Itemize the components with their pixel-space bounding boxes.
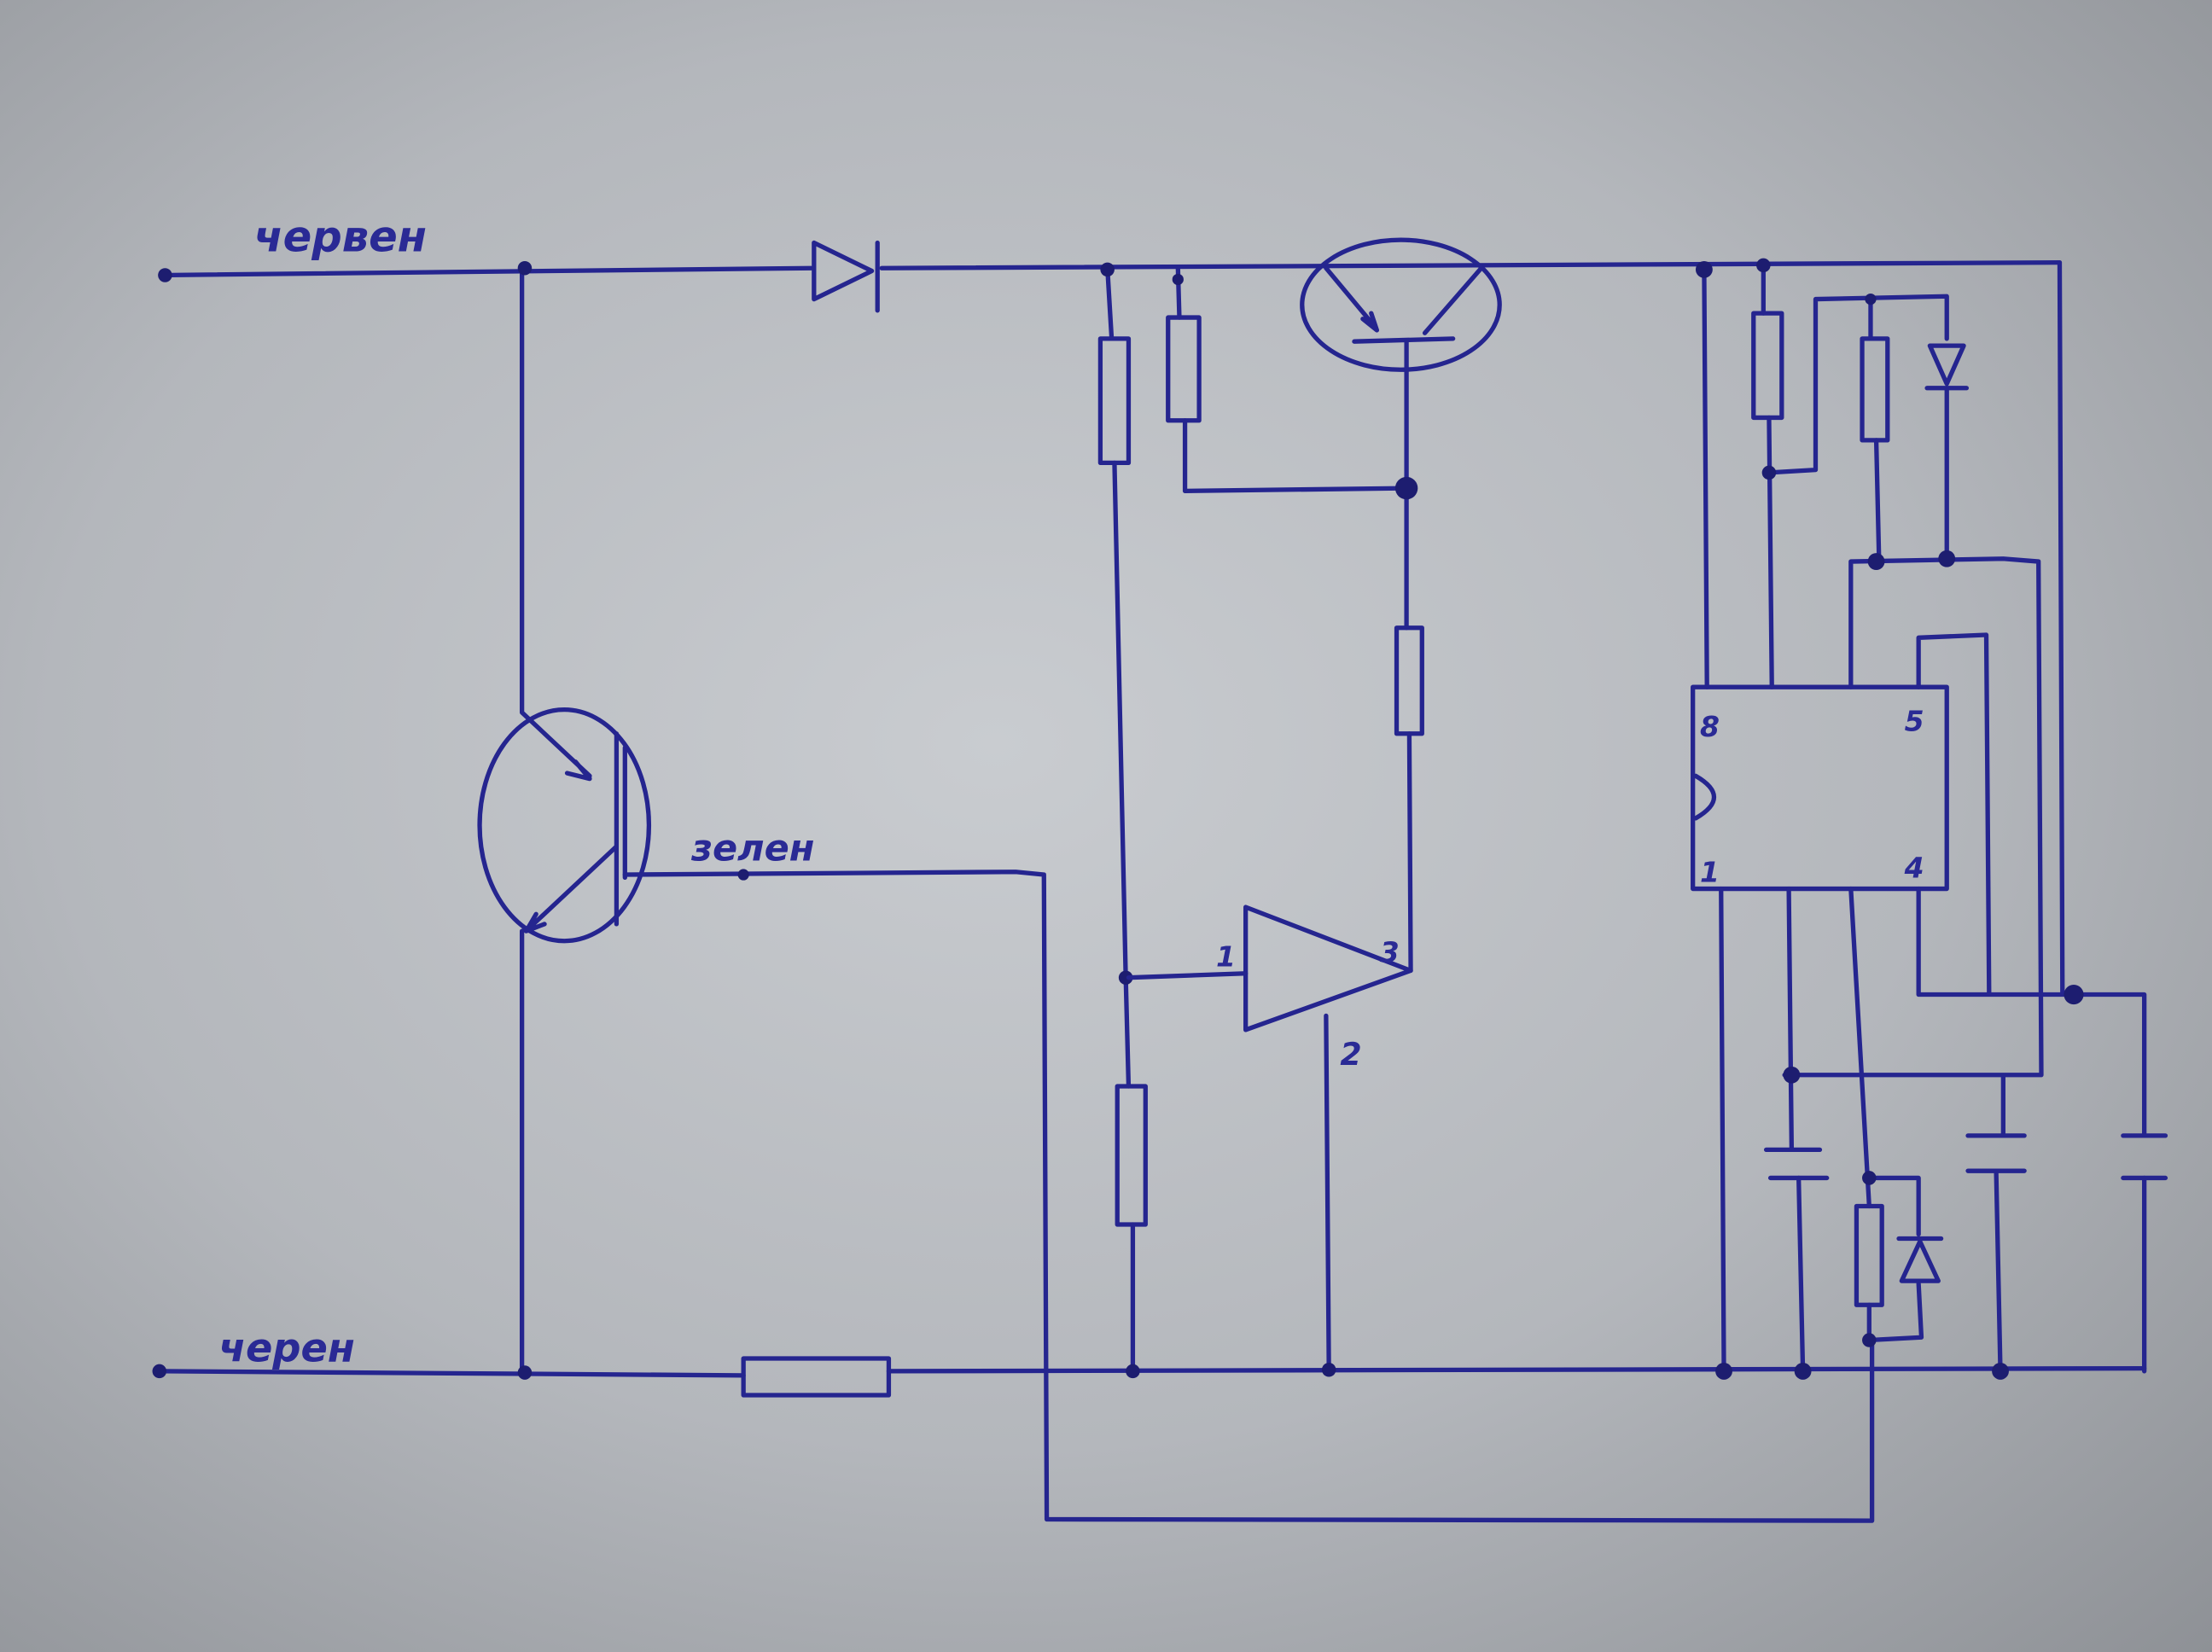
capacitor-1 (1763, 1147, 1830, 1181)
node (1321, 1362, 1336, 1377)
node (1394, 476, 1418, 500)
transistor-pass (1300, 237, 1502, 974)
bottom-resistor (1854, 1203, 1884, 1307)
divider-resistor-bottom (1115, 1084, 1148, 1227)
node (517, 1365, 533, 1380)
ic-pin-4: 4 (1904, 851, 1924, 884)
terminal-ground (152, 1364, 167, 1379)
timing-network-wires (1702, 259, 2147, 1374)
regulator-pin-in: 1 (1216, 939, 1236, 973)
positive-rail (160, 259, 2063, 278)
ic-pin-5: 5 (1905, 704, 1924, 737)
label-black-wire: черен (218, 1324, 355, 1370)
ic-pin-1: 1 (1700, 855, 1720, 888)
timing-resistor-2 (1860, 336, 1890, 443)
diode-input (812, 240, 880, 313)
ic-pin-8: 8 (1700, 710, 1720, 743)
capacitor-3 (2121, 1133, 2168, 1181)
divider-resistor-top (1097, 336, 1132, 465)
regulator-pin-out: 3 (1380, 936, 1400, 969)
ic-chip (1691, 684, 1949, 892)
shunt-resistor (741, 1356, 892, 1398)
voltage-regulator (1126, 905, 1413, 1374)
label-red-wire: червен (254, 212, 427, 261)
node (1126, 1364, 1140, 1379)
green-wire (622, 870, 1875, 1523)
timing-diode (1924, 343, 1970, 391)
node (1118, 970, 1133, 985)
terminal-positive (158, 268, 172, 282)
node (1100, 262, 1115, 277)
regulator-pin-gnd: 2 (1340, 1036, 1361, 1073)
bias-wire (1175, 265, 1409, 494)
label-green-wire: зелен (690, 828, 814, 870)
node (1172, 273, 1184, 286)
ground-rail (157, 1365, 2147, 1378)
output-resistor (1394, 625, 1424, 736)
node (517, 260, 533, 276)
timing-resistor-1 (1751, 311, 1784, 421)
transistor-main (477, 265, 652, 1374)
bottom-diode (1896, 1236, 1944, 1283)
junction-nodes (1695, 258, 2084, 1380)
node (737, 869, 749, 881)
bias-resistor (1166, 315, 1202, 423)
capacitor-2 (1965, 1133, 2027, 1173)
